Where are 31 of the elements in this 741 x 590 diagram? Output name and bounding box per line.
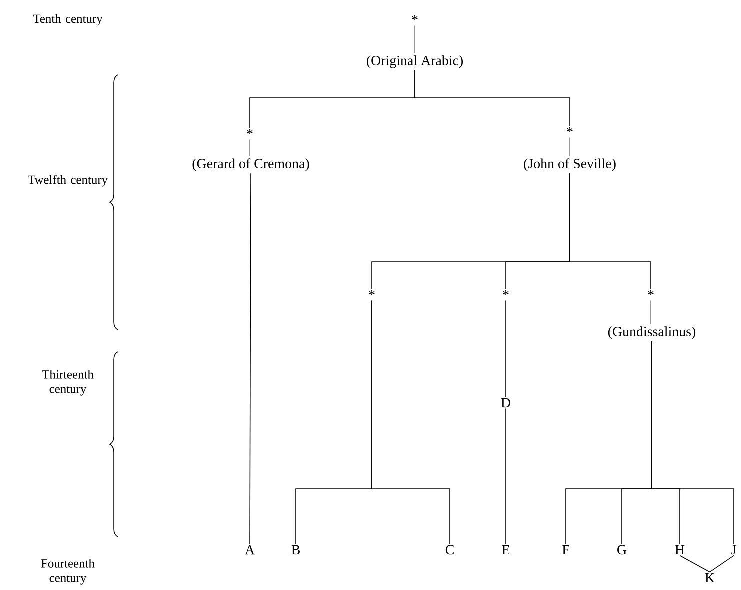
- manuscript-letter: B: [292, 545, 300, 555]
- manuscript-letter: H: [675, 545, 685, 555]
- manuscript-label: (Gerard of Cremona): [192, 158, 310, 172]
- manuscript-label: (John of Seville): [524, 158, 616, 172]
- century-label: Thirteenth century: [42, 370, 94, 396]
- asterisk: *: [503, 290, 509, 296]
- asterisk: *: [247, 129, 253, 135]
- manuscript-letter: K: [705, 573, 715, 583]
- manuscript-letter: G: [618, 545, 627, 555]
- tree-line: [680, 555, 710, 573]
- tree-line: [250, 173, 252, 545]
- manuscript-letter: F: [562, 545, 570, 555]
- tree-line: [414, 70, 570, 127]
- manuscript-label: (Original Arabic): [367, 56, 463, 68]
- tree-line: [570, 173, 652, 290]
- asterisk: *: [369, 290, 375, 296]
- tree-line: [710, 555, 734, 573]
- century-label: Tenth century: [33, 14, 103, 26]
- manuscript-letter: J: [732, 545, 736, 555]
- century-label: Twelfth century: [28, 175, 108, 187]
- manuscript-letter: C: [446, 545, 454, 555]
- manuscript-letter: A: [245, 545, 255, 555]
- tree-line: [652, 341, 734, 545]
- manuscript-letter: D: [501, 398, 510, 408]
- asterisk: *: [567, 127, 573, 133]
- manuscript-letter: E: [502, 545, 510, 555]
- asterisk: *: [412, 15, 418, 21]
- tree-line: [372, 300, 450, 544]
- manuscript-label: (Gundissalinus): [608, 326, 696, 340]
- asterisk: *: [648, 290, 654, 296]
- century-label: Fourteenth century: [41, 559, 95, 585]
